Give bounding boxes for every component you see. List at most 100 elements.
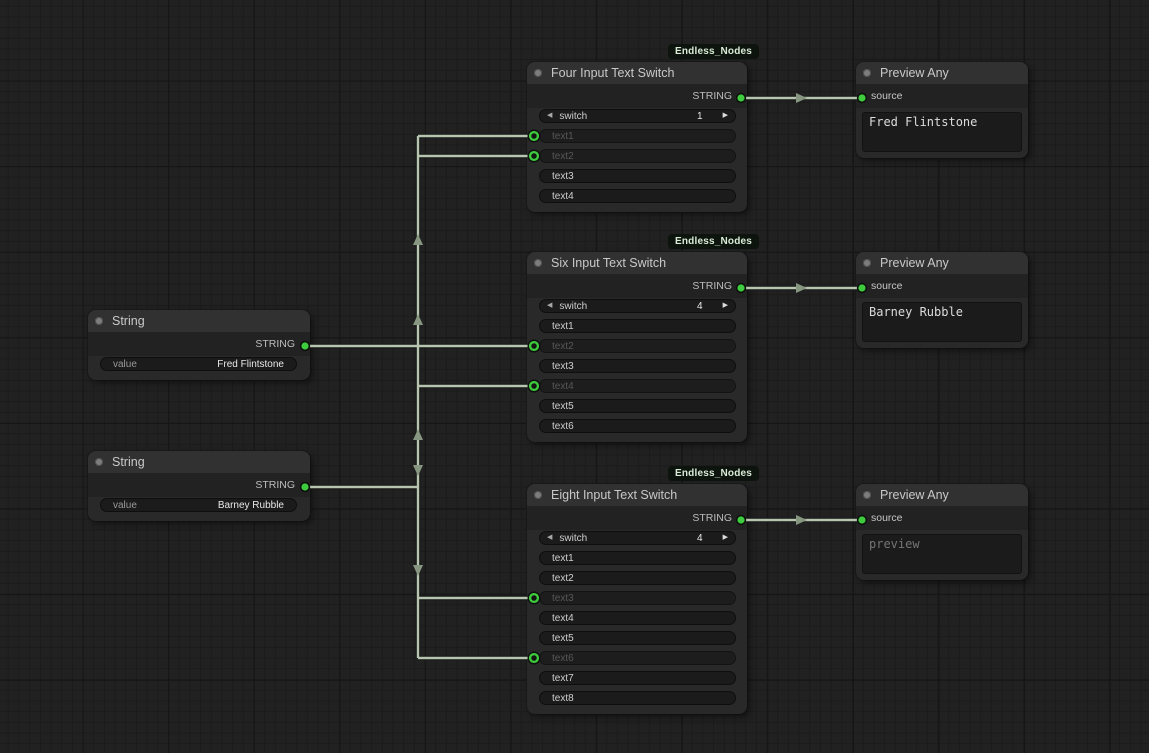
output-slot-label: STRING bbox=[255, 479, 295, 491]
slot-band bbox=[527, 274, 747, 298]
widget-text6[interactable]: text6 bbox=[539, 651, 736, 665]
switch-widget[interactable]: ◀ switch 4 ▶ bbox=[539, 299, 736, 313]
node-preview-any-3: Preview Any source preview bbox=[856, 484, 1028, 580]
switch-value: 4 bbox=[697, 300, 703, 312]
input-slot-label: source bbox=[871, 512, 903, 524]
flow-arrow-icon bbox=[413, 429, 423, 440]
node-title: Six Input Text Switch bbox=[551, 256, 667, 270]
slot-band bbox=[856, 506, 1028, 530]
preview-textarea[interactable]: Barney Rubble bbox=[862, 302, 1022, 342]
collapse-dot-icon[interactable] bbox=[534, 259, 542, 267]
value-widget[interactable]: value Fred Flintstone bbox=[100, 357, 297, 371]
collapse-dot-icon[interactable] bbox=[534, 491, 542, 499]
switch-value: 4 bbox=[697, 532, 703, 544]
node-title-bar[interactable]: Eight Input Text Switch bbox=[527, 484, 747, 506]
decrement-icon[interactable]: ◀ bbox=[547, 112, 553, 119]
widget-text2[interactable]: text2 bbox=[539, 339, 736, 353]
collapse-dot-icon[interactable] bbox=[534, 69, 542, 77]
node-four-input-text-switch: Four Input Text Switch STRING ◀ switch 1… bbox=[527, 62, 747, 212]
node-title: Preview Any bbox=[880, 256, 949, 270]
node-title-bar[interactable]: String bbox=[88, 451, 310, 473]
node-six-input-text-switch: Six Input Text Switch STRING ◀ switch 4 … bbox=[527, 252, 747, 442]
flow-arrow-icon bbox=[796, 283, 807, 293]
preview-textarea[interactable]: preview bbox=[862, 534, 1022, 574]
increment-icon[interactable]: ▶ bbox=[722, 302, 728, 309]
widget-text1[interactable]: text1 bbox=[539, 551, 736, 565]
node-title-bar[interactable]: Preview Any bbox=[856, 484, 1028, 506]
increment-icon[interactable]: ▶ bbox=[722, 534, 728, 541]
flow-arrow-icon bbox=[413, 465, 423, 476]
flow-arrow-icon bbox=[413, 314, 423, 325]
node-title-bar[interactable]: String bbox=[88, 310, 310, 332]
widget-value: Fred Flintstone bbox=[217, 358, 284, 370]
widget-text1[interactable]: text1 bbox=[539, 319, 736, 333]
widget-text2[interactable]: text2 bbox=[539, 149, 736, 163]
input-slot-label: source bbox=[871, 280, 903, 292]
widget-text3[interactable]: text3 bbox=[539, 169, 736, 183]
value-widget[interactable]: value Barney Rubble bbox=[100, 498, 297, 512]
node-title: String bbox=[112, 455, 145, 469]
widget-text8[interactable]: text8 bbox=[539, 691, 736, 705]
decrement-icon[interactable]: ◀ bbox=[547, 534, 553, 541]
widget-label: value bbox=[113, 499, 137, 511]
widget-label: value bbox=[113, 358, 137, 370]
output-slot-label: STRING bbox=[255, 338, 295, 350]
collapse-dot-icon[interactable] bbox=[863, 491, 871, 499]
switch-label: switch bbox=[559, 110, 588, 122]
output-slot-label: STRING bbox=[692, 280, 732, 292]
widget-text1[interactable]: text1 bbox=[539, 129, 736, 143]
switch-label: switch bbox=[559, 532, 588, 544]
switch-label: switch bbox=[559, 300, 588, 312]
collapse-dot-icon[interactable] bbox=[95, 458, 103, 466]
node-title-bar[interactable]: Preview Any bbox=[856, 62, 1028, 84]
switch-value: 1 bbox=[697, 110, 703, 122]
flow-arrow-icon bbox=[796, 93, 807, 103]
node-badge: Endless_Nodes bbox=[668, 466, 760, 481]
increment-icon[interactable]: ▶ bbox=[722, 112, 728, 119]
flow-arrow-icon bbox=[413, 234, 423, 245]
flow-arrow-icon bbox=[413, 565, 423, 576]
output-slot-label: STRING bbox=[692, 512, 732, 524]
node-string-2: String STRING value Barney Rubble bbox=[88, 451, 310, 521]
node-title: Preview Any bbox=[880, 488, 949, 502]
widget-text3[interactable]: text3 bbox=[539, 591, 736, 605]
widget-text7[interactable]: text7 bbox=[539, 671, 736, 685]
node-title-bar[interactable]: Six Input Text Switch bbox=[527, 252, 747, 274]
slot-band bbox=[527, 506, 747, 530]
slot-band bbox=[856, 84, 1028, 108]
decrement-icon[interactable]: ◀ bbox=[547, 302, 553, 309]
preview-textarea[interactable]: Fred Flintstone bbox=[862, 112, 1022, 152]
collapse-dot-icon[interactable] bbox=[863, 69, 871, 77]
node-badge: Endless_Nodes bbox=[668, 44, 760, 59]
widget-text5[interactable]: text5 bbox=[539, 631, 736, 645]
slot-band bbox=[88, 473, 310, 497]
widget-text4[interactable]: text4 bbox=[539, 189, 736, 203]
flow-arrow-icon bbox=[796, 515, 807, 525]
node-title: String bbox=[112, 314, 145, 328]
slot-band bbox=[88, 332, 310, 356]
node-title: Four Input Text Switch bbox=[551, 66, 675, 80]
slot-band bbox=[527, 84, 747, 108]
switch-widget[interactable]: ◀ switch 4 ▶ bbox=[539, 531, 736, 545]
widget-text4[interactable]: text4 bbox=[539, 611, 736, 625]
node-preview-any-1: Preview Any source Fred Flintstone bbox=[856, 62, 1028, 158]
node-title-bar[interactable]: Preview Any bbox=[856, 252, 1028, 274]
widget-value: Barney Rubble bbox=[217, 499, 284, 511]
collapse-dot-icon[interactable] bbox=[863, 259, 871, 267]
widget-text6[interactable]: text6 bbox=[539, 419, 736, 433]
widget-text3[interactable]: text3 bbox=[539, 359, 736, 373]
node-title-bar[interactable]: Four Input Text Switch bbox=[527, 62, 747, 84]
widget-text2[interactable]: text2 bbox=[539, 571, 736, 585]
widget-text4[interactable]: text4 bbox=[539, 379, 736, 393]
node-title: Preview Any bbox=[880, 66, 949, 80]
input-slot-label: source bbox=[871, 90, 903, 102]
output-slot-label: STRING bbox=[692, 90, 732, 102]
node-preview-any-2: Preview Any source Barney Rubble bbox=[856, 252, 1028, 348]
widget-text5[interactable]: text5 bbox=[539, 399, 736, 413]
switch-widget[interactable]: ◀ switch 1 ▶ bbox=[539, 109, 736, 123]
node-string-1: String STRING value Fred Flintstone bbox=[88, 310, 310, 380]
collapse-dot-icon[interactable] bbox=[95, 317, 103, 325]
node-badge: Endless_Nodes bbox=[668, 234, 760, 249]
node-eight-input-text-switch: Eight Input Text Switch STRING ◀ switch … bbox=[527, 484, 747, 714]
